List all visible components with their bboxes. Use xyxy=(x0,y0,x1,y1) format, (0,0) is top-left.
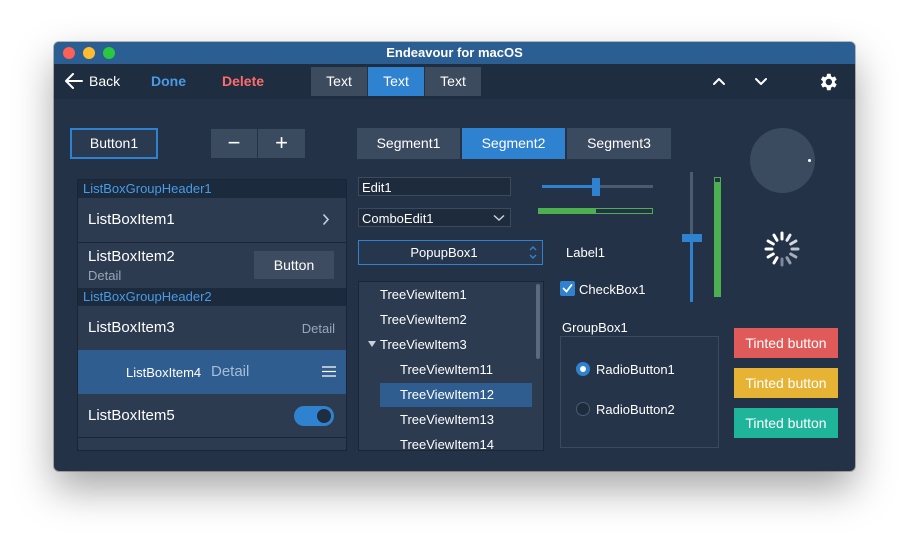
vertical-slider[interactable] xyxy=(682,172,702,304)
button1[interactable]: Button1 xyxy=(70,128,158,159)
checkbox1-label: CheckBox1 xyxy=(579,282,646,297)
slider-fill xyxy=(690,238,693,302)
slider-thumb[interactable] xyxy=(682,234,702,242)
expand-triangle-icon[interactable] xyxy=(368,341,376,347)
combo-edit1-value: ComboEdit1 xyxy=(362,211,434,226)
listbox-item-2-label: ListBoxItem2 xyxy=(88,248,175,265)
chevron-up-icon[interactable] xyxy=(712,76,726,86)
toolbar: Back Done Delete Text Text Text xyxy=(54,64,855,99)
dial-knob[interactable] xyxy=(750,128,815,193)
slider-fill xyxy=(542,185,592,188)
check-icon xyxy=(562,284,573,293)
listbox-item-5-label: ListBoxItem5 xyxy=(88,407,175,424)
tree-view: TreeViewItem1 TreeViewItem2 TreeViewItem… xyxy=(358,281,544,451)
tree-item[interactable]: TreeViewItem13 xyxy=(400,412,494,427)
radio-button-2-label: RadioButton2 xyxy=(596,402,675,417)
tree-selection-highlight xyxy=(380,383,532,407)
tinted-button-teal[interactable]: Tinted button xyxy=(734,408,838,438)
progress-fill xyxy=(539,209,596,213)
tree-item[interactable]: TreeViewItem1 xyxy=(380,287,467,302)
dial-indicator xyxy=(808,159,811,162)
switch-thumb xyxy=(317,409,331,423)
plus-button[interactable]: + xyxy=(258,129,305,158)
groupbox1-title: GroupBox1 xyxy=(562,320,628,335)
divider xyxy=(78,242,346,243)
listbox-item-4[interactable]: ListBoxItem4 Detail xyxy=(78,350,346,394)
title-bar: Endeavour for macOS xyxy=(54,42,855,64)
gear-icon[interactable] xyxy=(817,71,839,93)
listbox-group-header-1: ListBoxGroupHeader1 xyxy=(78,180,346,198)
listbox-group-header-2: ListBoxGroupHeader2 xyxy=(78,288,346,306)
tinted-button-red[interactable]: Tinted button xyxy=(734,328,838,358)
tinted-button-yellow[interactable]: Tinted button xyxy=(734,368,838,398)
chevron-down-icon[interactable] xyxy=(754,77,768,87)
tree-item[interactable]: TreeViewItem2 xyxy=(380,312,467,327)
checkbox-box xyxy=(560,281,575,296)
segment-2[interactable]: Segment2 xyxy=(462,128,565,159)
segment-3[interactable]: Segment3 xyxy=(567,128,671,159)
arrow-left-icon xyxy=(65,73,83,89)
minus-button[interactable]: − xyxy=(211,129,257,158)
listbox-item-3-detail: Detail xyxy=(301,321,335,336)
back-button[interactable]: Back xyxy=(62,64,122,99)
toolbar-segment-1[interactable]: Text xyxy=(311,67,368,96)
listbox: ListBoxGroupHeader1 ListBoxItem1 ListBox… xyxy=(77,179,347,451)
horizontal-slider[interactable] xyxy=(542,178,653,198)
combo-edit1[interactable]: ComboEdit1 xyxy=(358,208,511,227)
checkbox1[interactable]: CheckBox1 xyxy=(560,281,660,299)
listbox-item-3-label: ListBoxItem3 xyxy=(88,319,175,336)
listbox-item-3[interactable]: ListBoxItem3 Detail xyxy=(78,306,346,349)
listbox-item-1[interactable]: ListBoxItem1 xyxy=(78,198,346,242)
slider-thumb[interactable] xyxy=(592,178,600,196)
listbox-item-2-button[interactable]: Button xyxy=(254,251,334,279)
tree-item[interactable]: TreeViewItem3 xyxy=(380,337,467,352)
spinner-icon xyxy=(764,231,800,267)
toolbar-segment-3[interactable]: Text xyxy=(425,67,481,96)
listbox-item-5[interactable]: ListBoxItem5 xyxy=(78,394,346,437)
chevron-down-icon[interactable] xyxy=(493,214,505,222)
app-window: Endeavour for macOS Back Done Delete Tex… xyxy=(54,42,855,471)
segment-1[interactable]: Segment1 xyxy=(357,128,460,159)
listbox-item-4-label: ListBoxItem4 xyxy=(126,365,202,380)
listbox-item-2[interactable]: ListBoxItem2 Detail Button xyxy=(78,243,346,288)
window-title: Endeavour for macOS xyxy=(386,45,523,60)
back-label: Back xyxy=(89,73,121,89)
listbox-item-5-switch[interactable] xyxy=(294,406,334,426)
listbox-item-4-detail: Detail xyxy=(211,363,250,380)
popup-box1-value: PopupBox1 xyxy=(410,245,478,260)
radio-button-1-label: RadioButton1 xyxy=(596,362,675,377)
tree-item[interactable]: TreeViewItem14 xyxy=(400,437,494,451)
divider xyxy=(78,437,346,438)
radio-button-1[interactable] xyxy=(576,362,590,376)
progress-fill xyxy=(715,182,720,296)
minimize-window-button[interactable] xyxy=(83,47,95,59)
tree-scrollbar[interactable] xyxy=(536,284,540,359)
chevron-right-icon xyxy=(322,213,330,226)
zoom-window-button[interactable] xyxy=(103,47,115,59)
tree-item-selected[interactable]: TreeViewItem12 xyxy=(400,387,494,402)
edit1-input[interactable]: Edit1 xyxy=(358,177,511,196)
listbox-item-1-label: ListBoxItem1 xyxy=(88,211,175,228)
toolbar-segment-2[interactable]: Text xyxy=(368,67,425,96)
tree-item[interactable]: TreeViewItem11 xyxy=(400,362,493,377)
vertical-progress-bar xyxy=(714,177,721,297)
delete-button[interactable]: Delete xyxy=(222,73,265,89)
drag-handle-icon[interactable] xyxy=(322,366,336,377)
listbox-item-2-detail: Detail xyxy=(88,268,122,283)
label1: Label1 xyxy=(566,245,606,260)
radio-dot xyxy=(580,366,586,372)
up-down-arrows-icon xyxy=(529,246,537,259)
radio-button-2[interactable] xyxy=(576,402,590,416)
close-window-button[interactable] xyxy=(63,47,75,59)
groupbox1: RadioButton1 RadioButton2 xyxy=(560,336,719,448)
horizontal-progress-bar xyxy=(538,208,653,214)
done-button[interactable]: Done xyxy=(151,73,186,89)
popup-box1[interactable]: PopupBox1 xyxy=(358,240,543,265)
